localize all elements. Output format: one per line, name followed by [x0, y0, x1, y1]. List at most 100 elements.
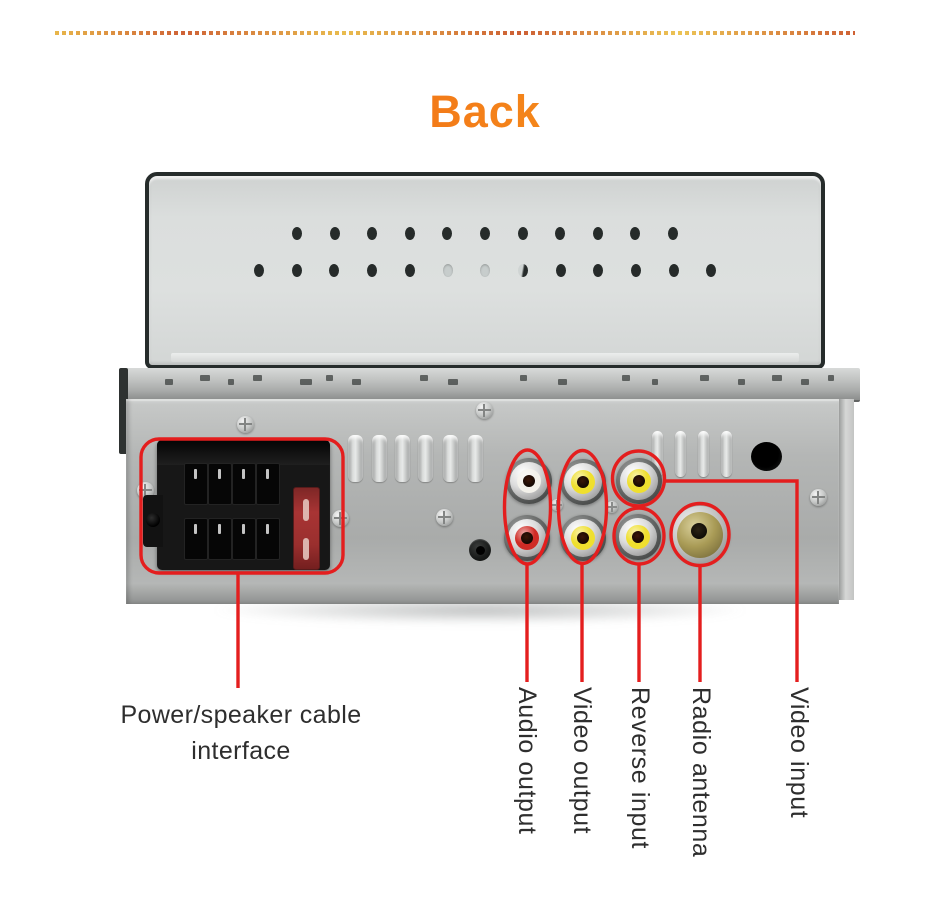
- phillips-screw: [809, 488, 827, 506]
- cover-bottom-strip: [171, 353, 799, 362]
- sleeve-punch: [420, 375, 428, 381]
- vent-slot: [698, 431, 709, 477]
- label-video-output: Video output: [568, 687, 596, 835]
- rca-yellow-reverse-input: [615, 514, 661, 560]
- iso-pin-socket: [232, 463, 256, 505]
- vent-hole: [593, 264, 604, 277]
- rca-center-hole: [523, 475, 535, 487]
- iso-top-bar: [157, 440, 330, 465]
- vent-slot: [443, 435, 458, 482]
- vent-slot: [418, 435, 433, 482]
- label-radio-antenna: Radio antenna: [687, 687, 715, 858]
- vent-hole: [329, 264, 340, 277]
- vent-hole: [254, 264, 264, 277]
- phillips-screw-small: [551, 499, 563, 511]
- rca-center-hole: [521, 532, 533, 544]
- mounting-sleeve: [126, 368, 860, 402]
- sleeve-punch: [828, 375, 834, 381]
- page-title: Back: [0, 86, 930, 138]
- vent-hole: [668, 227, 678, 240]
- sleeve-punch: [558, 379, 567, 385]
- phillips-screw: [475, 401, 493, 419]
- sleeve-punch: [253, 375, 262, 381]
- sleeve-punch: [165, 379, 173, 385]
- black-mini-jack: [469, 539, 491, 561]
- iso-mount-notch: [143, 495, 163, 547]
- rca-center-hole: [633, 475, 645, 487]
- vent-hole: [555, 264, 566, 277]
- label-reverse-input: Reverse input: [626, 687, 654, 850]
- rca-center-hole: [577, 476, 589, 488]
- iso-pin-socket: [184, 463, 208, 505]
- sleeve-punch: [520, 375, 527, 381]
- phillips-screw-small: [606, 501, 618, 513]
- sleeve-punch: [352, 379, 361, 385]
- left-side-bracket: [119, 368, 128, 454]
- vent-hole: [367, 264, 378, 277]
- vent-hole: [329, 227, 340, 240]
- sleeve-punch: [200, 375, 210, 381]
- vent-hole: [291, 264, 302, 277]
- oval-vent-hole: [751, 442, 782, 471]
- vent-hole: [592, 227, 603, 240]
- iso-pin-socket: [256, 463, 280, 505]
- chassis-right-edge: [839, 399, 854, 600]
- rca-center-hole: [632, 531, 644, 543]
- power-speaker-label: Power/speaker cable interface: [91, 697, 391, 769]
- sleeve-punch: [738, 379, 745, 385]
- iso-pin-socket: [208, 518, 232, 560]
- vent-hole: [517, 264, 528, 277]
- vent-hole: [404, 227, 415, 240]
- vent-slot: [372, 435, 387, 482]
- label-video-input: Video input: [785, 687, 813, 819]
- rca-yellow-video-output-bottom: [560, 515, 606, 561]
- vent-hole: [668, 264, 679, 277]
- vent-hole: [442, 227, 453, 240]
- vent-hole: [292, 227, 302, 240]
- vent-hole: [404, 264, 415, 277]
- rca-yellow-video-input: [616, 458, 662, 504]
- iso-pin-socket: [184, 518, 208, 560]
- antenna-center-hole: [691, 523, 707, 539]
- fuse-holder: [293, 487, 320, 570]
- stereo-top-cover: [145, 172, 825, 369]
- iso-pin-socket: [256, 518, 280, 560]
- sleeve-punch: [326, 375, 333, 381]
- vent-slot: [675, 431, 686, 477]
- vent-slot: [395, 435, 410, 482]
- rca-red-audio-output: [504, 515, 550, 561]
- power-speaker-label-line2: interface: [191, 737, 291, 765]
- vent-hole: [480, 227, 490, 240]
- power-speaker-label-line1: Power/speaker cable: [120, 701, 362, 729]
- vent-hole: [555, 227, 566, 240]
- sleeve-punch: [448, 379, 458, 385]
- sleeve-punch: [622, 375, 630, 381]
- phillips-screw: [435, 508, 453, 526]
- rca-white-audio-output: [506, 458, 552, 504]
- sleeve-punch: [700, 375, 709, 381]
- dotted-divider: [55, 31, 855, 35]
- radio-antenna-connector: [671, 506, 729, 564]
- label-audio-output: Audio output: [513, 687, 541, 835]
- vent-hole: [480, 264, 491, 277]
- vent-slot: [721, 431, 732, 477]
- iso-power-speaker-connector: [143, 440, 330, 570]
- iso-mount-hole: [146, 513, 160, 527]
- vent-hole: [706, 264, 717, 277]
- rca-center-hole: [577, 532, 589, 544]
- iso-pin-socket: [208, 463, 232, 505]
- vent-hole: [630, 227, 641, 240]
- vent-hole: [442, 264, 453, 277]
- vent-slot: [348, 435, 363, 482]
- iso-pin-socket: [232, 518, 256, 560]
- rca-yellow-video-output-top: [560, 459, 606, 505]
- phillips-screw: [331, 509, 349, 527]
- phillips-screw: [236, 415, 254, 433]
- sleeve-punch: [228, 379, 234, 385]
- sleeve-punch: [772, 375, 782, 381]
- vent-hole: [367, 227, 378, 240]
- sleeve-punch: [652, 379, 658, 385]
- vent-slot: [468, 435, 483, 482]
- sleeve-punch: [801, 379, 809, 385]
